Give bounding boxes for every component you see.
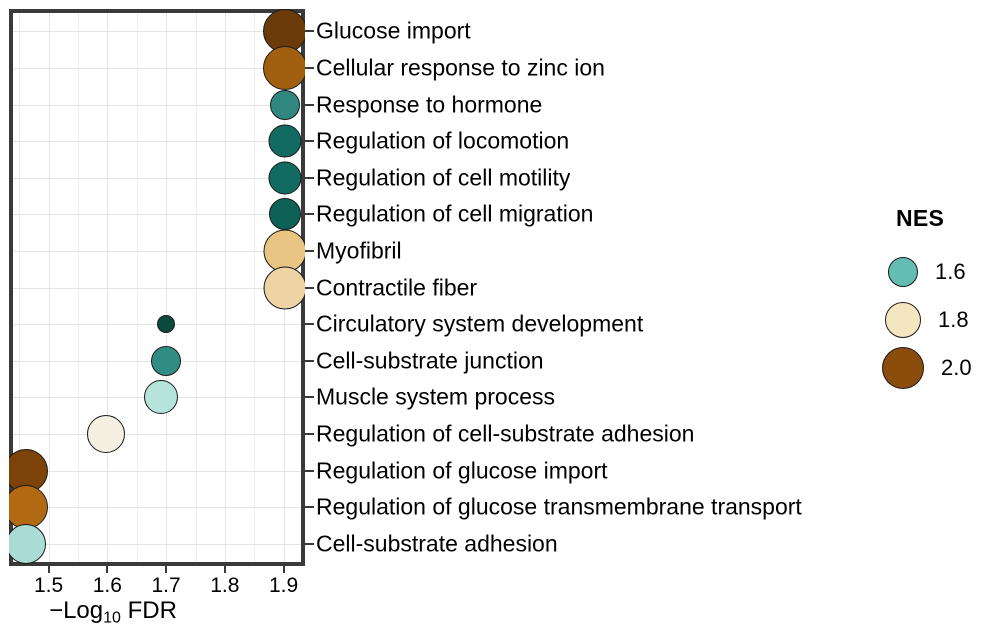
x-axis-label-subscript: 10: [103, 609, 121, 627]
legend-item[interactable]: 1.8: [880, 296, 990, 344]
x-axis-tick-label: 1.6: [92, 574, 122, 597]
x-axis-label: −Log10 FDR: [49, 597, 177, 627]
gridline-horizontal: [13, 250, 301, 252]
x-axis-tick-label: 1.5: [33, 574, 64, 597]
y-axis-category-label: Response to hormone: [316, 91, 543, 117]
x-axis-tick: [47, 565, 50, 573]
gridline-horizontal: [13, 433, 301, 435]
legend-item[interactable]: 1.6: [880, 248, 990, 296]
gridline-horizontal: [13, 214, 301, 216]
gridline-horizontal: [13, 141, 301, 143]
legend-item-label: 1.6: [935, 259, 966, 284]
y-axis-tick: [305, 249, 314, 252]
x-axis-label-prefix: −Log: [49, 597, 104, 624]
y-axis-category-label: Muscle system process: [316, 383, 556, 410]
plot-area: [9, 9, 305, 566]
y-axis-category-label: Regulation of cell migration: [316, 200, 594, 227]
legend-title: NES: [896, 205, 945, 231]
y-axis-tick: [305, 506, 314, 509]
y-axis-category-label: Cell-substrate junction: [316, 347, 544, 374]
y-axis-tick: [305, 103, 314, 106]
y-axis-tick: [305, 359, 314, 362]
gridline-horizontal: [13, 324, 301, 326]
x-axis-tick: [106, 565, 109, 573]
legend-dot-icon: [888, 257, 918, 287]
gridline-horizontal: [13, 287, 301, 289]
y-axis-tick: [305, 140, 314, 143]
x-axis-tick: [223, 565, 226, 573]
x-axis-tick: [282, 565, 285, 573]
legend: NES 1.6 1.8 2.0: [880, 205, 990, 392]
x-axis-tick-label: 1.7: [151, 574, 181, 597]
legend-item[interactable]: 2.0: [880, 344, 990, 392]
gridline-horizontal: [13, 470, 301, 472]
legend-item-label: 2.0: [941, 355, 972, 380]
y-axis-tick: [305, 396, 314, 399]
y-axis-category-label: Regulation of cell-substrate adhesion: [316, 420, 695, 447]
gridline-horizontal: [13, 104, 301, 106]
y-axis-category-label: Regulation of locomotion: [316, 127, 570, 154]
x-axis-tick-label: 1.8: [210, 574, 240, 597]
gridline-horizontal: [13, 360, 301, 362]
x-axis-label-suffix: FDR: [120, 597, 177, 624]
y-axis-tick: [305, 176, 314, 179]
y-axis-tick: [305, 542, 314, 545]
gridline-horizontal: [13, 397, 301, 399]
x-axis-tick: [165, 565, 168, 573]
y-axis-category-label: Glucose import: [316, 17, 471, 44]
y-axis-category-label: Myofibril: [316, 237, 402, 264]
y-axis-tick: [305, 432, 314, 435]
y-axis-tick: [305, 286, 314, 289]
y-axis-category-label: Regulation of cell motility: [316, 164, 571, 191]
gridline-horizontal: [13, 507, 301, 509]
y-axis-tick: [305, 469, 314, 472]
y-axis-tick: [305, 323, 314, 326]
gridline-horizontal: [13, 67, 301, 69]
y-axis-category-label: Cell-substrate adhesion: [316, 530, 558, 557]
gridline-horizontal: [13, 177, 301, 179]
y-axis-category-label: Cellular response to zinc ion: [316, 54, 605, 81]
legend-item-label: 1.8: [938, 307, 969, 332]
gridline-horizontal: [13, 543, 301, 545]
y-axis-tick: [305, 66, 314, 69]
y-axis-category-label: Contractile fiber: [316, 274, 478, 300]
y-axis-category-label: Regulation of glucose transmembrane tran…: [316, 493, 802, 520]
legend-dot-icon: [885, 302, 921, 338]
legend-dot-icon: [882, 347, 924, 389]
x-axis-tick-label: 1.9: [268, 574, 299, 597]
y-axis-tick: [305, 213, 314, 216]
gridline-horizontal: [13, 31, 301, 33]
y-axis-category-label: Regulation of glucose import: [316, 457, 608, 483]
y-axis-tick: [305, 30, 314, 33]
y-axis-category-label: Circulatory system development: [316, 310, 644, 337]
legend-rows: 1.6 1.8 2.0: [880, 248, 990, 392]
